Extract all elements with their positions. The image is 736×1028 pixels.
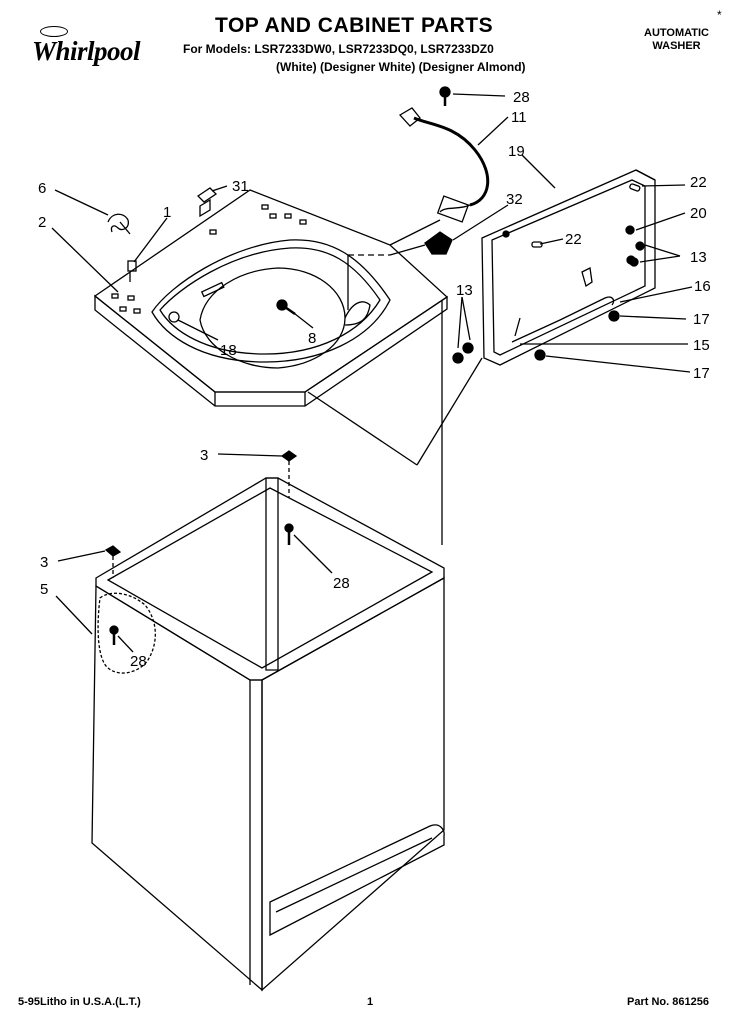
screw-part-28-rear [284,523,294,545]
callout-20: 20 [690,205,707,222]
product-line-2: WASHER [652,40,701,52]
callout-17-top: 17 [693,311,710,328]
assembly-lines [307,219,483,545]
callout-28-front: 28 [130,653,147,670]
callout-17-bottom: 17 [693,365,710,382]
corner-mark: * [717,8,722,22]
clip-part-6 [107,213,131,235]
washer-top-panel [93,189,449,407]
screw-part-28-front [109,625,119,645]
callout-numbers: 28 11 19 6 31 22 1 32 20 2 22 13 16 13 1… [38,89,711,670]
screw-part-28-top [439,86,451,106]
page-title: TOP AND CABINET PARTS [215,14,494,37]
callout-32: 32 [506,191,523,208]
callout-31: 31 [232,178,249,195]
callout-13-left: 13 [456,282,473,299]
part-number: Part No. 861256 [627,996,709,1008]
variants-line: (White) (Designer White) (Designer Almon… [276,60,526,74]
bumper-part-22-top [629,183,641,192]
models-line: For Models: LSR7233DW0, LSR7233DQ0, LSR7… [183,42,494,56]
logo-swoosh-icon [40,26,68,37]
footer-litho: 5-95Litho in U.S.A.(L.T.) [18,996,141,1008]
callout-1: 1 [163,204,171,221]
callout-11: 11 [511,109,527,126]
callout-22-top: 22 [690,174,707,191]
bumper-part-22-left [531,241,543,248]
cabinet-part-5 [91,477,445,992]
callout-15: 15 [693,337,710,354]
spacer-part-17-a [608,310,620,322]
callout-28-cabinet: 28 [333,575,350,592]
callout-16: 16 [694,278,711,295]
clip-part-31 [196,187,218,218]
leader-lines [51,93,693,653]
callout-3-front: 3 [40,554,48,571]
callout-28-top: 28 [513,89,530,106]
bracket-part-1 [127,260,137,282]
product-line-1: AUTOMATIC [644,27,709,39]
callout-13-right: 13 [690,249,707,266]
callout-5: 5 [40,581,48,598]
product-type: AUTOMATIC WASHER [644,27,709,53]
brand-name: Whirlpool [32,36,141,66]
clip-part-3-left [104,545,122,578]
screws-part-13-right [629,241,645,267]
whirlpool-logo: Whirlpool [28,26,153,71]
callout-19: 19 [508,143,525,160]
screws-part-13-left [452,342,474,364]
callout-6: 6 [38,180,46,197]
callout-8: 8 [308,330,316,347]
hinge-part-32 [424,231,453,255]
callout-22-left: 22 [565,231,582,248]
callout-3-rear: 3 [200,447,208,464]
page-number: 1 [367,996,374,1008]
wire-harness-part-11 [398,107,490,223]
callout-2: 2 [38,214,46,231]
spacer-part-17-b [534,349,546,361]
clip-part-3-right [280,450,298,498]
callout-18: 18 [220,342,237,359]
